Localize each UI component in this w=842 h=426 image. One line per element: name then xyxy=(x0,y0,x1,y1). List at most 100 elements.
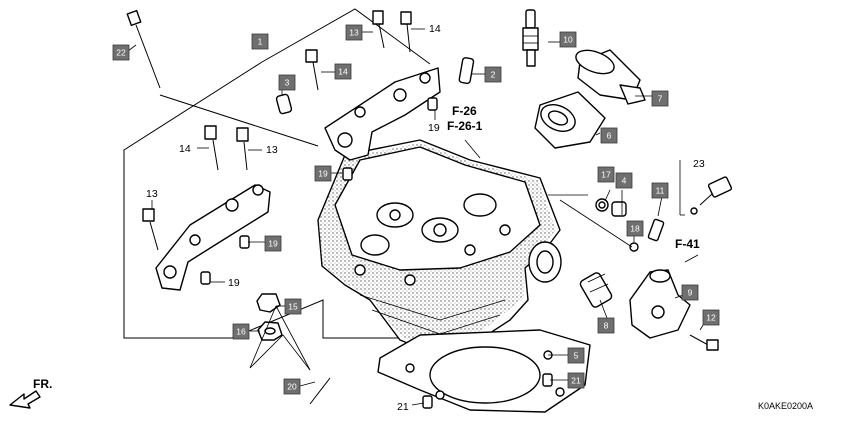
callout-number: 19 xyxy=(318,169,328,179)
callout-box xyxy=(232,323,250,340)
diagram-code: K0AKE0200A xyxy=(758,401,813,411)
callout-number: 21 xyxy=(571,376,581,386)
callout-c12: 12 xyxy=(702,309,720,326)
callout-c15: 15 xyxy=(284,298,302,315)
callout-box xyxy=(681,284,699,301)
thermostat xyxy=(579,272,613,308)
plain-label-p14a: 14 xyxy=(429,23,441,35)
callout-box xyxy=(314,165,332,182)
cylinder-head xyxy=(317,139,562,353)
callout-box xyxy=(597,317,615,334)
ref-f41: F-41 xyxy=(675,237,700,251)
direction-label: FR. xyxy=(33,377,52,391)
callout-box xyxy=(651,182,669,199)
sensor-parts xyxy=(595,160,733,252)
callout-number: 5 xyxy=(574,351,579,361)
washers xyxy=(256,293,283,341)
callout-c21: 21 xyxy=(567,372,585,389)
plain-label-p23: 23 xyxy=(693,158,705,170)
water-pump-cover xyxy=(629,269,691,339)
callout-c10: 10 xyxy=(559,31,577,48)
callout-c3: 3 xyxy=(278,74,296,91)
callout-box xyxy=(484,66,502,83)
callout-c20: 20 xyxy=(283,378,301,395)
callout-number: 4 xyxy=(622,176,627,186)
callout-c6: 6 xyxy=(600,127,618,144)
plain-label-p21: 21 xyxy=(397,401,409,413)
callout-box xyxy=(283,378,301,395)
callout-number: 20 xyxy=(287,382,297,392)
plain-label-p19a: 19 xyxy=(428,122,440,134)
callout-box xyxy=(615,172,633,189)
callout-c19b: 19 xyxy=(264,235,282,252)
callout-number: 2 xyxy=(491,70,496,80)
callout-c16: 16 xyxy=(232,323,250,340)
callout-number: 12 xyxy=(706,313,716,323)
callout-box xyxy=(278,74,296,91)
callout-box xyxy=(567,372,585,389)
plain-label-p13b: 13 xyxy=(146,188,158,200)
callout-c18: 18 xyxy=(626,220,644,237)
callout-c13: 13 xyxy=(345,24,363,41)
bolts xyxy=(126,9,719,405)
callout-number: 17 xyxy=(601,170,611,180)
callout-box xyxy=(626,220,644,237)
callout-box xyxy=(264,235,282,252)
callout-number: 22 xyxy=(116,48,126,58)
callout-number: 1 xyxy=(258,37,263,47)
callout-number: 16 xyxy=(236,327,246,337)
camshaft-holder-lower xyxy=(155,184,271,291)
callout-number: 3 xyxy=(285,78,290,88)
callout-number: 11 xyxy=(656,186,665,196)
callout-box xyxy=(251,33,269,50)
callout-c9: 9 xyxy=(681,284,699,301)
plain-label-p19b: 19 xyxy=(228,277,240,289)
callout-box xyxy=(559,31,577,48)
callout-c2: 2 xyxy=(484,66,502,83)
callout-number: 7 xyxy=(658,94,663,104)
insulator xyxy=(534,91,606,149)
callout-number: 6 xyxy=(607,131,612,141)
plain-label-p13a: 13 xyxy=(266,144,278,156)
callout-number: 13 xyxy=(349,28,359,38)
callout-c8: 8 xyxy=(597,317,615,334)
callout-c1: 1 xyxy=(251,33,269,50)
callout-box xyxy=(112,44,130,61)
callout-number: 9 xyxy=(688,288,693,298)
leader-lines xyxy=(127,28,706,406)
callout-c11: 11 xyxy=(651,182,669,199)
callout-c4: 4 xyxy=(615,172,633,189)
callout-c14: 14 xyxy=(334,63,352,80)
insulator-band xyxy=(575,49,646,105)
dowel-pins xyxy=(200,57,553,409)
callout-c22: 22 xyxy=(112,44,130,61)
callout-number: 19 xyxy=(268,239,278,249)
callout-box xyxy=(567,347,585,364)
callout-box xyxy=(284,298,302,315)
callout-c17: 17 xyxy=(597,166,615,183)
callout-number: 18 xyxy=(630,224,640,234)
callout-number: 8 xyxy=(604,321,609,331)
callout-box xyxy=(702,309,720,326)
callout-c5: 5 xyxy=(567,347,585,364)
callout-c19a: 19 xyxy=(314,165,332,182)
cylinder-head-gasket xyxy=(377,329,591,413)
spark-plug xyxy=(522,9,539,67)
callout-number: 10 xyxy=(563,35,573,45)
callout-box xyxy=(600,127,618,144)
callout-box xyxy=(651,90,669,107)
camshaft-holder-upper xyxy=(324,67,441,161)
callout-box xyxy=(597,166,615,183)
callout-box xyxy=(345,24,363,41)
callout-box xyxy=(334,63,352,80)
ref-f26-1: F-26-1 xyxy=(447,119,483,133)
callout-number: 14 xyxy=(338,67,348,77)
plain-label-p14b: 14 xyxy=(179,143,191,155)
ref-f26: F-26 xyxy=(452,104,477,118)
front-direction-arrow: FR. xyxy=(9,377,52,409)
callout-number: 15 xyxy=(288,302,298,312)
